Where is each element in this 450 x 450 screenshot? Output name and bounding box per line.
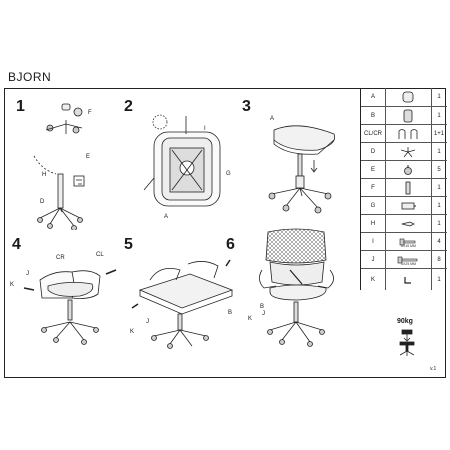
part-qty: 1 — [437, 148, 441, 155]
allen-key-icon — [385, 269, 432, 290]
parts-row-j: J 6X25 MM 8 — [361, 250, 447, 268]
parts-row-d: D 1 — [361, 142, 447, 160]
part-id: K — [361, 269, 386, 290]
parts-row-f: F 1 — [361, 178, 447, 196]
bolt-long-icon — [385, 251, 432, 268]
step-3-label-a: A — [270, 116, 275, 122]
mechanism-icon — [385, 197, 432, 214]
step-2-label-g: G — [226, 171, 231, 177]
step-5-label-b: B — [228, 310, 233, 316]
step-1-label-d: D — [40, 199, 45, 205]
part-id: J — [361, 251, 386, 268]
step-1-label-f: F — [88, 110, 92, 116]
weight-limit-label: 90kg — [397, 318, 413, 325]
weight-limit-icon — [399, 329, 415, 356]
part-id: E — [361, 161, 386, 178]
step-5-label-j: J — [146, 319, 149, 325]
step-2-label-i: I — [204, 126, 206, 132]
parts-row-h: H 1 — [361, 214, 447, 232]
step-1-label-e: E — [86, 154, 91, 160]
step-1-label-h: H — [42, 172, 47, 178]
page-title: BJORN — [8, 70, 52, 84]
parts-table: A 1 B 1 CL/CR 1+1 D 1 E 5 F 1 G 1 H 1 I — [360, 88, 447, 290]
part-qty: 1 — [437, 276, 441, 283]
step-6-label-k: K — [248, 316, 253, 322]
part-id: I — [361, 233, 386, 250]
part-qty: 1 — [437, 220, 441, 227]
step-2-number: 2 — [124, 98, 133, 115]
cover-icon — [385, 215, 432, 232]
part-id: H — [361, 215, 386, 232]
step-1-number: 1 — [16, 98, 25, 115]
part-id: F — [361, 179, 386, 196]
step-2-label-a: A — [164, 214, 169, 220]
part-id: CL/CR — [361, 125, 386, 142]
parts-row-a: A 1 — [361, 88, 447, 106]
bolt-icon — [385, 233, 432, 250]
step-6-illustration — [259, 228, 334, 347]
parts-row-e: E 5 — [361, 160, 447, 178]
step-3-illustration — [268, 125, 336, 214]
step-5-label-k: K — [130, 329, 135, 335]
part-qty: 5 — [437, 166, 441, 173]
chair-base-icon — [385, 143, 432, 160]
step-4-label-cl: CL — [96, 252, 104, 258]
part-qty: 1 — [437, 94, 441, 100]
step-6-label-b: B — [260, 304, 265, 310]
step-4-label-cr: CR — [56, 255, 65, 261]
gas-cylinder-icon — [385, 179, 432, 196]
parts-row-c: CL/CR 1+1 — [361, 124, 447, 142]
part-id: B — [361, 107, 386, 124]
step-2-illustration — [143, 114, 221, 207]
step-6-number: 6 — [226, 236, 235, 253]
backrest-icon — [385, 107, 432, 124]
part-qty: 1 — [437, 184, 441, 191]
step-6-label-j: J — [262, 311, 265, 317]
step-5-number: 5 — [124, 236, 133, 253]
step-3-number: 3 — [242, 98, 251, 115]
step-1-illustration — [33, 103, 85, 230]
step-4-label-k: K — [10, 282, 15, 288]
parts-row-b: B 1 — [361, 106, 447, 124]
part-qty: 1 — [437, 202, 441, 209]
part-id: G — [361, 197, 386, 214]
step-4-illustration — [23, 269, 117, 345]
step-5-illustration — [131, 259, 234, 349]
part-size: 6X16 MM — [401, 244, 416, 248]
step-4-label-j: J — [26, 271, 29, 277]
part-qty: 1 — [437, 112, 441, 119]
armrest-pair-icon — [385, 125, 432, 142]
part-id: D — [361, 143, 386, 160]
version-label: v.1 — [430, 366, 437, 372]
caster-icon — [385, 161, 432, 178]
step-4-number: 4 — [12, 236, 21, 253]
part-size: 6X25 MM — [401, 262, 416, 266]
instructions-frame — [4, 88, 446, 378]
parts-row-k: K 1 — [361, 268, 447, 290]
parts-row-g: G 1 — [361, 196, 447, 214]
part-qty: 4 — [437, 238, 441, 245]
part-qty: 1+1 — [433, 130, 445, 137]
part-id: A — [361, 88, 386, 106]
part-qty: 8 — [437, 256, 441, 263]
seat-icon — [385, 88, 432, 106]
parts-row-i: I 6X16 MM 4 — [361, 232, 447, 250]
